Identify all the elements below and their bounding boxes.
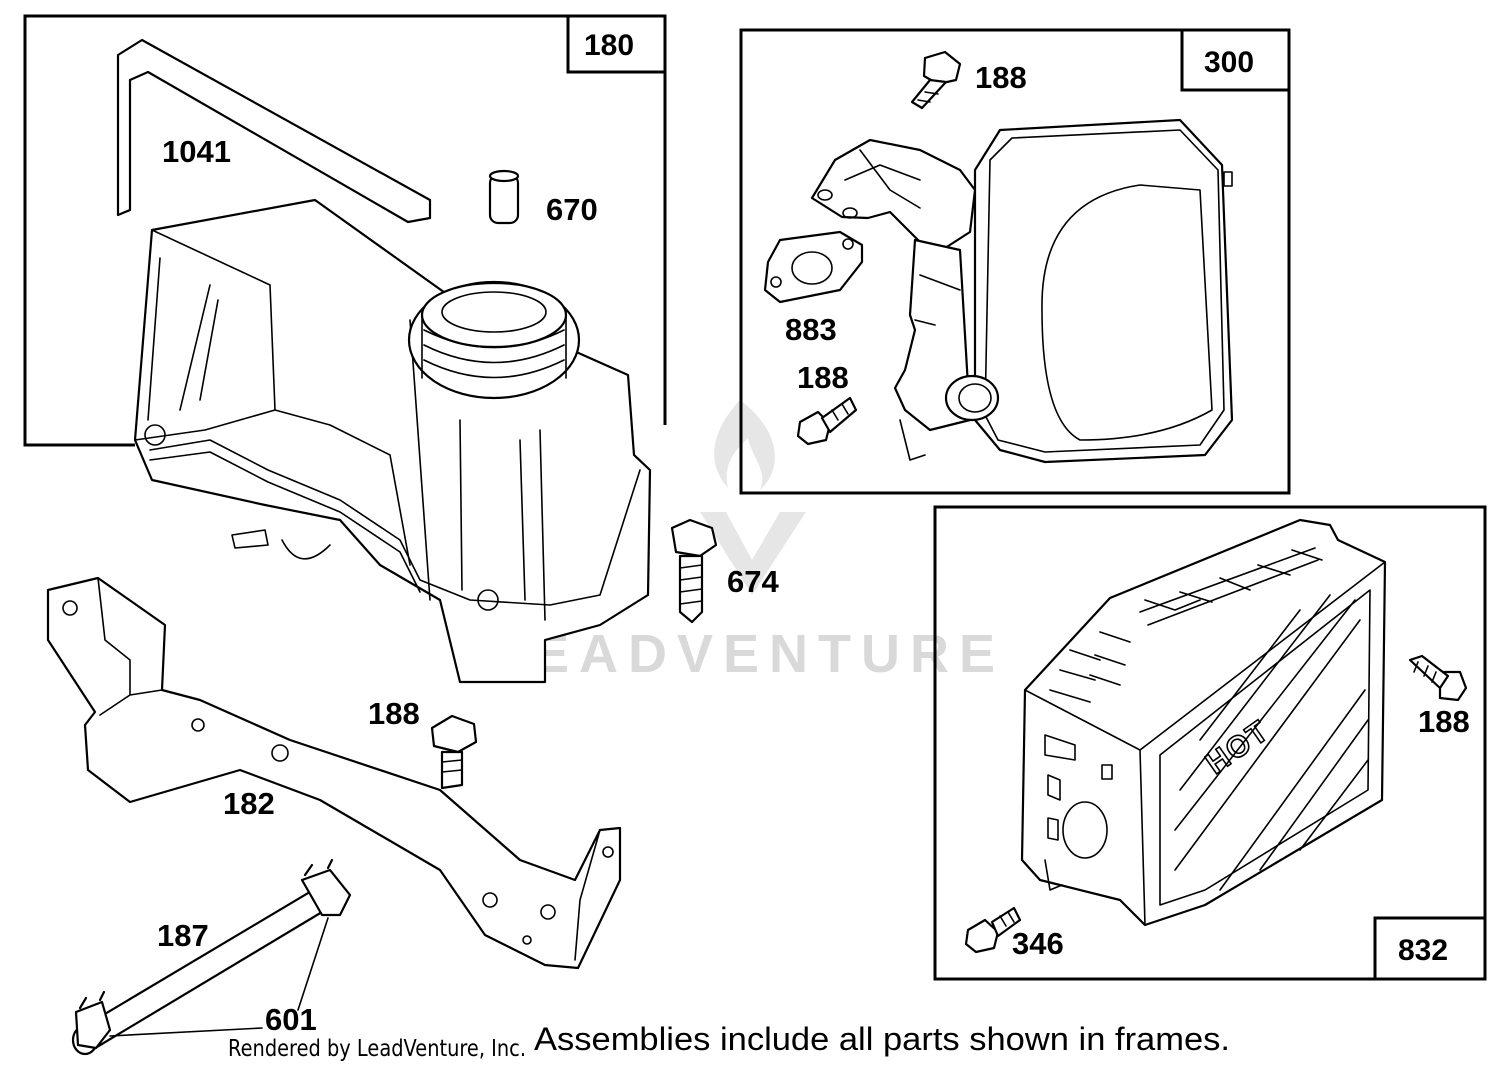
label-188-right: 188: [1418, 704, 1470, 739]
watermark-text: LEADVENTURE: [490, 624, 1005, 684]
part-674-screw[interactable]: [670, 518, 718, 624]
assembly-number-180: 180: [584, 29, 634, 62]
part-883-gasket[interactable]: [763, 230, 864, 304]
part-346-screw[interactable]: [964, 906, 1022, 954]
label-188-top: 188: [975, 60, 1027, 95]
part-832-heat-guard[interactable]: HOT: [1020, 518, 1387, 927]
part-601-clamps[interactable]: [74, 858, 352, 1050]
label-346: 346: [1012, 926, 1064, 961]
assembly-frame-300[interactable]: 300: [739, 28, 1291, 495]
part-188-bracket-screw[interactable]: [430, 714, 478, 790]
label-182: 182: [223, 786, 275, 821]
part-300-muffler[interactable]: [810, 118, 1234, 464]
label-601: 601: [265, 1002, 317, 1037]
part-188-mid-screw[interactable]: [796, 396, 858, 446]
label-883: 883: [785, 312, 837, 347]
assembly-number-300: 300: [1204, 46, 1254, 79]
assembly-frame-832[interactable]: 832: [933, 505, 1487, 981]
label-187: 187: [157, 918, 209, 953]
part-670-sleeve[interactable]: [488, 169, 520, 225]
render-credit: Rendered by LeadVenture, Inc.: [228, 1036, 526, 1062]
assembly-number-832: 832: [1398, 934, 1448, 967]
label-670: 670: [546, 192, 598, 227]
watermark: LEADVENTURE: [490, 400, 1005, 684]
label-188-mid: 188: [797, 360, 849, 395]
part-182-bracket[interactable]: [46, 576, 622, 970]
assembly-frame-180[interactable]: 180: [23, 14, 667, 447]
part-180-fuel-tank[interactable]: [133, 198, 652, 684]
part-188-top-screw[interactable]: [910, 50, 962, 110]
label-1041: 1041: [162, 134, 231, 169]
assemblies-note: Assemblies include all parts shown in fr…: [534, 1021, 1230, 1057]
label-188-bracket: 188: [368, 696, 420, 731]
label-674: 674: [727, 564, 779, 599]
part-1041-tube[interactable]: [116, 38, 432, 224]
part-188-right-screw[interactable]: [1408, 654, 1468, 702]
flame-v-logo-icon: [700, 400, 806, 595]
